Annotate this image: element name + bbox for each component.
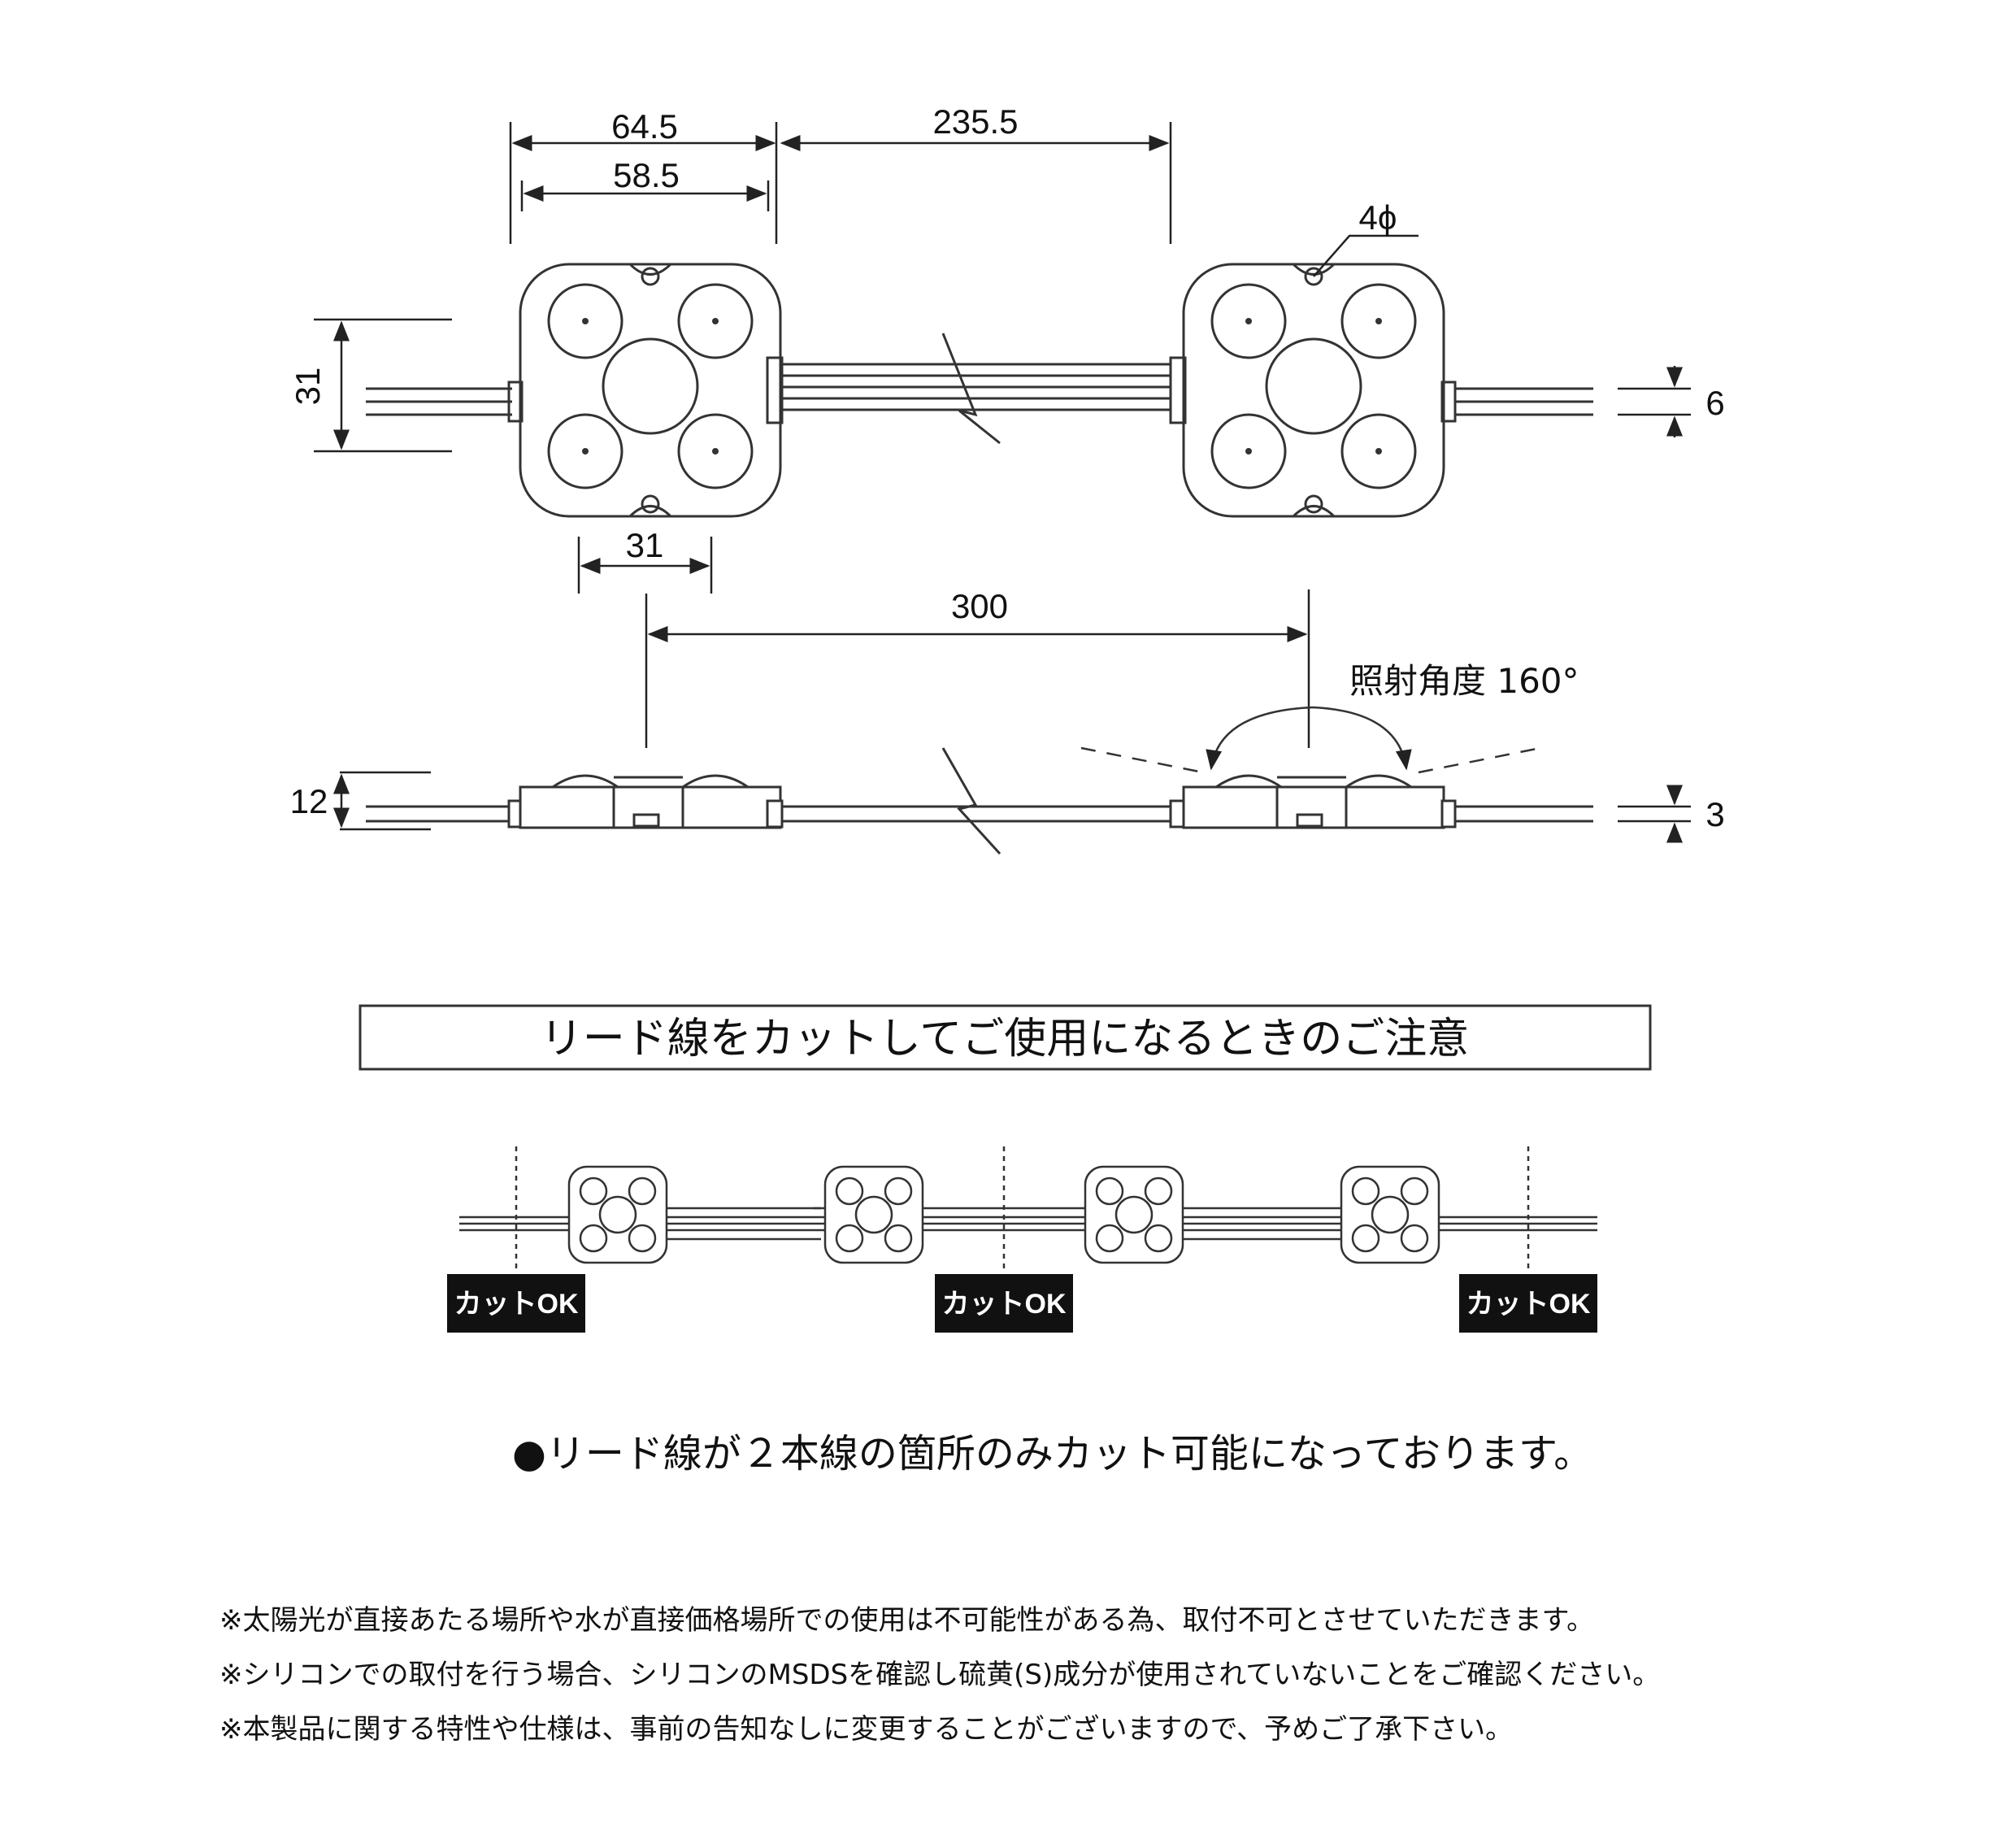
lens-dots: [582, 318, 1382, 454]
chain-module-2: [823, 1165, 924, 1264]
svg-text:カットOK: カットOK: [1466, 1289, 1591, 1320]
dim-wire-thickness: 6: [1705, 384, 1724, 422]
cut-ok-label-1: カットOK: [447, 1274, 585, 1333]
led-module-1: [519, 263, 782, 518]
cut-instruction: ●リード線が２本線の箇所のみカット可能になっております。: [512, 1431, 1593, 1477]
top-view: [366, 263, 1593, 518]
note-1: ※太陽光が直接あたる場所や水が直接価格場所での使用は不可能性がある為、取付不可と…: [219, 1604, 1595, 1637]
caution-heading-box: [358, 1004, 1652, 1071]
dim-body-width: 58.5: [613, 156, 680, 194]
dim-cable-thickness: 3: [1705, 795, 1724, 833]
beam-angle-label: 照射角度 160°: [1349, 661, 1579, 701]
chain-module-3: [1084, 1165, 1184, 1264]
top-dimensions: [314, 122, 1691, 594]
chain-module-1: [567, 1165, 668, 1264]
dim-hole-diameter: 4ϕ: [1359, 198, 1397, 237]
side-view: [366, 706, 1593, 855]
caution-heading: リード線をカットしてご使用になるときのご注意: [541, 1015, 1469, 1063]
dim-module-width: 64.5: [611, 107, 678, 146]
dim-pitch-upper: 235.5: [932, 102, 1018, 141]
led-module-2: [1182, 263, 1445, 518]
note-2: ※シリコンでの取付を行う場合、シリコンのMSDSを確認し硫黄(S)成分が使用され…: [219, 1659, 1661, 1691]
side-view-dimensions: [333, 589, 1691, 843]
note-3: ※本製品に関する特性や仕様は、事前の告知なしに変更することがございますので、予め…: [219, 1713, 1514, 1746]
dim-profile-height: 12: [290, 782, 328, 820]
cut-ok-label-3: カットOK: [1459, 1274, 1597, 1333]
dim-lens-spacing: 31: [626, 526, 664, 564]
cut-ok-label-2: カットOK: [935, 1274, 1073, 1333]
dim-pitch: 300: [951, 587, 1008, 625]
module-chain: [459, 1165, 1597, 1264]
svg-text:カットOK: カットOK: [454, 1289, 579, 1320]
svg-text:カットOK: カットOK: [942, 1289, 1067, 1320]
cut-lines: [515, 1146, 1530, 1272]
chain-module-4: [1340, 1165, 1440, 1264]
dim-height-left: 31: [289, 367, 327, 406]
